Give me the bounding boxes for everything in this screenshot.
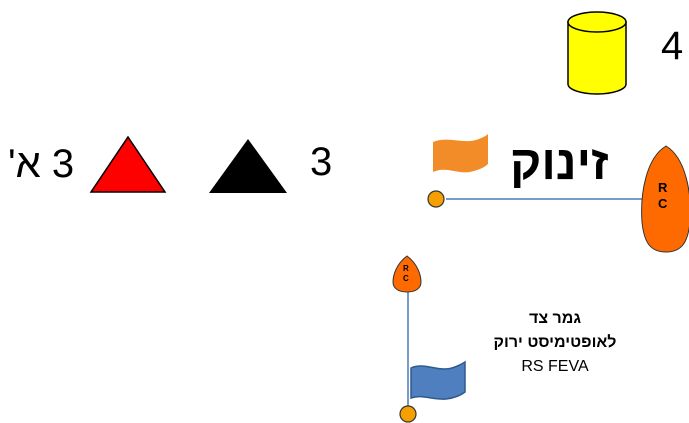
rc-small-letter-c: C — [403, 274, 409, 283]
finish-note-line3: RS FEVA — [521, 358, 589, 375]
start-label: זינוק — [510, 137, 609, 190]
black-triangle-icon — [209, 139, 287, 193]
rc-letter-c: C — [658, 196, 668, 211]
rc-letter-r: R — [658, 180, 668, 195]
mark-three-label: 3 — [310, 140, 333, 184]
mark-four-label: 4 — [661, 24, 684, 68]
small-buoy-icon — [427, 190, 445, 208]
mark-three-alef-label: 3 א' — [8, 142, 75, 186]
orange-flag-icon — [433, 134, 488, 173]
rc-boat-small-icon — [392, 255, 422, 293]
red-triangle-icon — [89, 135, 167, 193]
rc-small-letter-r: R — [403, 264, 409, 273]
cylinder-buoy-icon — [567, 11, 627, 95]
finish-buoy-icon — [399, 405, 417, 423]
finish-note-line1: גמר צד — [529, 310, 581, 327]
finish-note-line2: לאופטימיסט ירוק — [493, 334, 617, 351]
blue-flag-icon — [410, 360, 466, 400]
finish-note: גמר צד לאופטימיסט ירוק RS FEVA — [470, 307, 640, 379]
